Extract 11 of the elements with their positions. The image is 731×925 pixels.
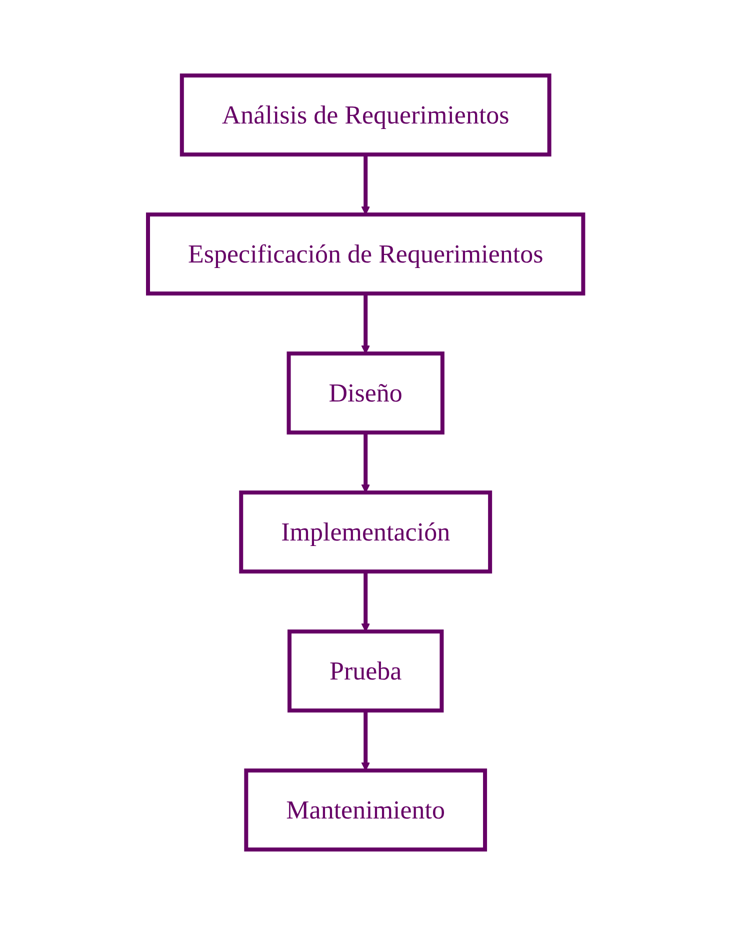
node-box: Diseño xyxy=(286,352,444,434)
arrow xyxy=(361,710,370,771)
arrow xyxy=(361,154,370,215)
arrow xyxy=(361,294,370,354)
node-box: Mantenimiento xyxy=(244,768,487,852)
arrow xyxy=(361,432,370,493)
node-box: Implementación xyxy=(239,490,492,574)
node-box: Especificación de Requerimientos xyxy=(146,212,586,296)
node-box: Análisis de Requerimientos xyxy=(180,74,552,156)
node-box: Prueba xyxy=(287,630,444,712)
arrow xyxy=(361,572,370,632)
